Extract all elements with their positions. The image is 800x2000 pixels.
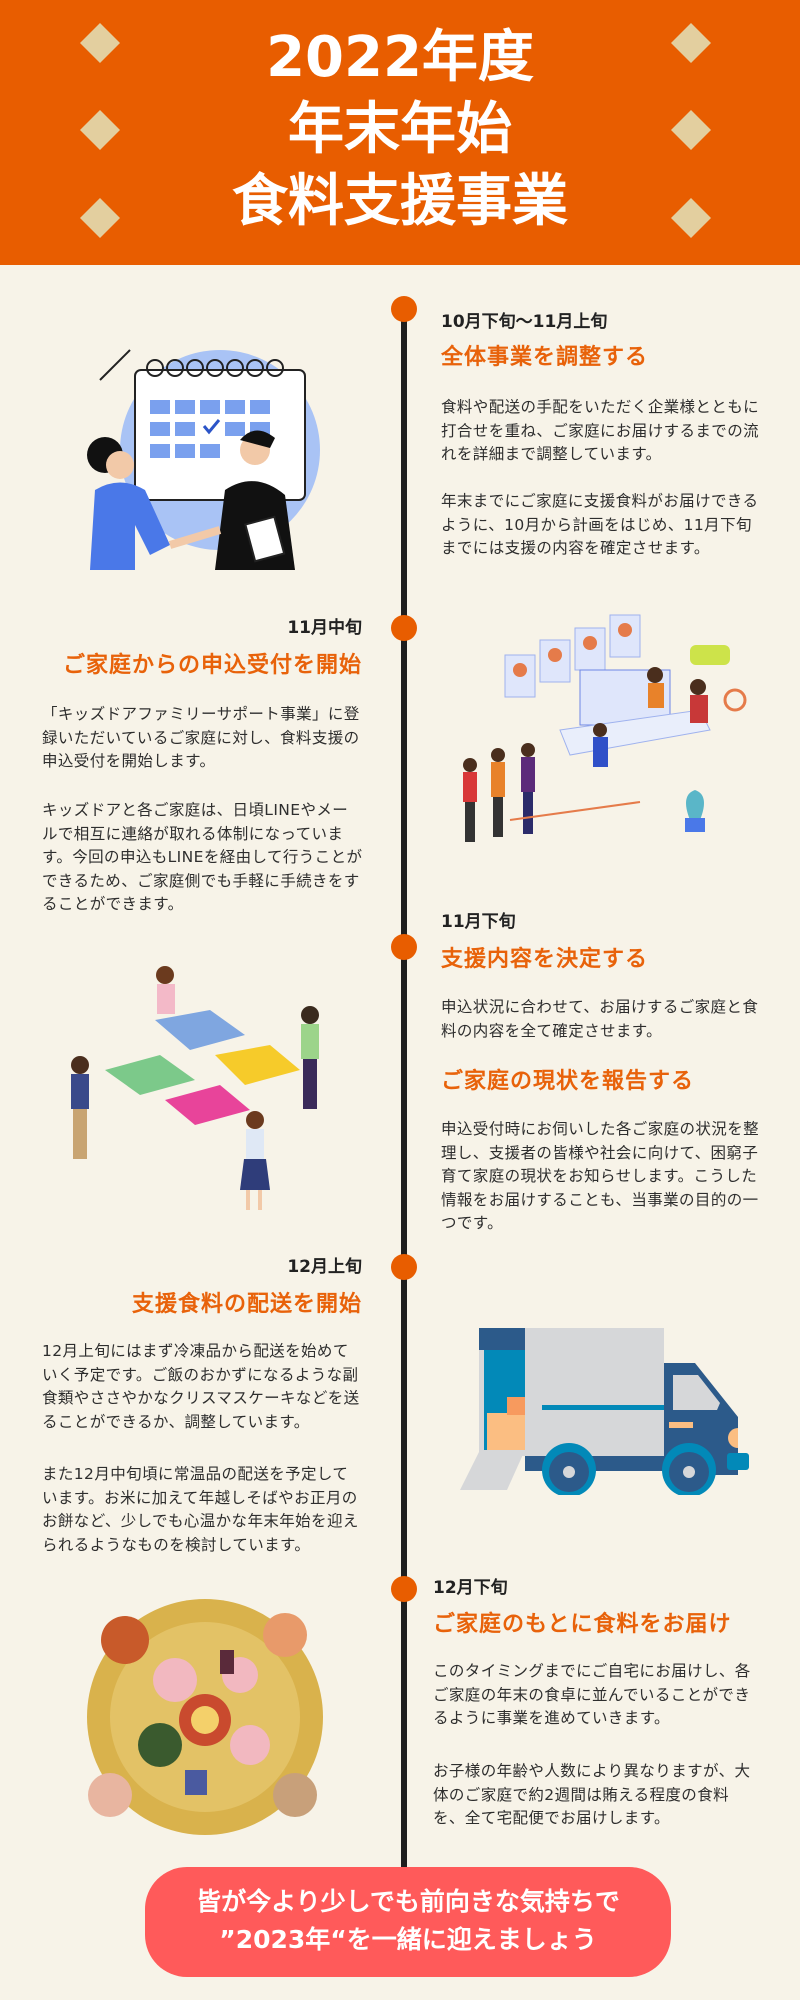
step-date: 12月上旬 xyxy=(287,1257,362,1277)
step-date: 11月下旬 xyxy=(441,912,516,932)
timeline-dot xyxy=(391,615,417,641)
step-paragraph: 食料や配送の手配をいただく企業様とともに打合せを重ね、ご家庭にお届けするまでの流… xyxy=(441,398,760,463)
title-line: 食料支援事業 xyxy=(232,169,568,234)
timeline-line xyxy=(401,309,407,1869)
step-paragraph: キッズドアと各ご家庭は、日頃LINEやメールで相互に連絡が取れる体制になっていま… xyxy=(42,801,363,913)
step-paragraph: 申込受付時にお伺いした各ご家庭の状況を整理し、支援者の皆様や社会に向けて、困窮子… xyxy=(441,1120,760,1232)
puzzle-team-illustration xyxy=(71,966,319,1210)
step-heading: ご家庭からの申込受付を開始 xyxy=(62,653,362,678)
step-paragraph: 申込状況に合わせて、お届けするご家庭と食料の内容を全て確定させます。 xyxy=(441,998,759,1040)
step-paragraph: 「キッズドアファミリーサポート事業」に登録いただいているご家庭に対し、食料支援の… xyxy=(42,705,360,770)
step-date: 12月下旬 xyxy=(433,1578,508,1598)
step-paragraph: 年末までにご家庭に支援食料がお届けできるように、10月から計画をはじめ、11月下… xyxy=(441,492,759,557)
step-heading: 支援内容を決定する xyxy=(441,947,649,972)
step-paragraph: お子様の年齢や人数により異なりますが、大体のご家庭で約2週間は賄える程度の食料を… xyxy=(433,1762,751,1827)
step-heading: ご家庭の現状を報告する xyxy=(441,1069,695,1094)
title-line: 2022年度 xyxy=(266,25,534,90)
step-heading: ご家庭のもとに食料をお届け xyxy=(433,1612,732,1637)
step-paragraph: このタイミングまでにご自宅にお届けし、各ご家庭の年末の食卓に並んでいることができ… xyxy=(433,1662,751,1727)
closing-message-banner: 皆が今より少しでも前向きな気持ちで ”2023年“を一緒に迎えましょう xyxy=(145,1867,671,1977)
timeline-dot xyxy=(391,1576,417,1602)
family-dinner-table-illustration xyxy=(87,1599,323,1835)
banner-line: 皆が今より少しでも前向きな気持ちで xyxy=(196,1887,620,1916)
timeline-dot xyxy=(391,934,417,960)
step-heading: 全体事業を調整する xyxy=(441,345,649,370)
step-heading: 支援食料の配送を開始 xyxy=(131,1292,362,1317)
step-date: 10月下旬〜11月上旬 xyxy=(441,312,608,332)
timeline-dot xyxy=(391,1254,417,1280)
step-paragraph: また12月中旬頃に常温品の配送を予定しています。お米に加えて年越しそばやお正月の… xyxy=(42,1465,359,1554)
timeline-dot xyxy=(391,296,417,322)
calendar-meeting-illustration xyxy=(87,349,320,570)
online-application-illustration xyxy=(463,614,747,842)
step-paragraph: 12月上旬にはまず冷凍品から配送を始めていく予定です。ご飯のおかずになるような副… xyxy=(42,1342,360,1431)
header: 2022年度 年末年始 食料支援事業 xyxy=(0,0,800,265)
banner-line: ”2023年“を一緒に迎えましょう xyxy=(219,1925,597,1954)
delivery-truck-illustration xyxy=(460,1328,749,1495)
step-date: 11月中旬 xyxy=(287,618,362,638)
page-title: 2022年度 年末年始 食料支援事業 xyxy=(0,22,800,238)
title-line: 年末年始 xyxy=(288,97,512,162)
